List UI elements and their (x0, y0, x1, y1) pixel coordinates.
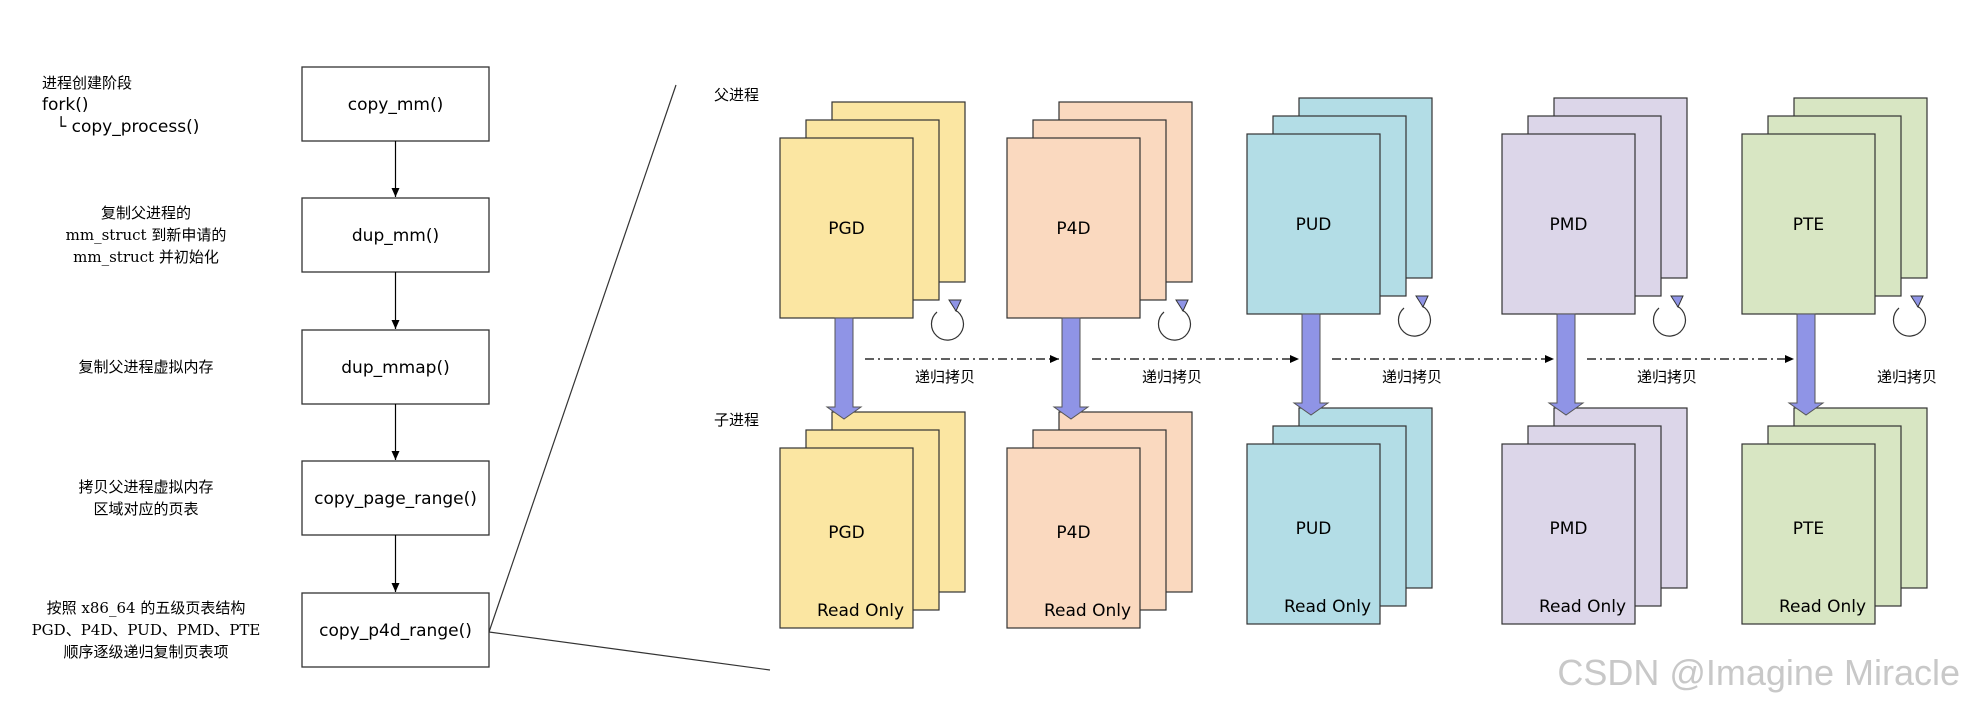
step-note-line: mm_struct 并初始化 (73, 248, 219, 266)
recursion-arrowhead-icon (1910, 295, 1924, 309)
read-only-label: Read Only (1779, 597, 1866, 617)
read-only-label: Read Only (1539, 597, 1626, 617)
recursion-loop-icon (1157, 309, 1192, 341)
recursion-loop-icon (930, 309, 965, 341)
parent-level-name: PGD (828, 219, 865, 239)
child-level-name: PGD (828, 523, 865, 543)
parent-level-name: PTE (1793, 215, 1824, 235)
level-pud: PUD PUD Read Only 递归拷贝 (1246, 97, 1554, 625)
flow-step: copy_p4d_range() 按照 x86_64 的五级页表结构 PGD、P4D… (32, 592, 490, 668)
level-pmd: PMD PMD Read Only 递归拷贝 (1501, 97, 1794, 625)
level-p4d: P4D P4D Read Only 递归拷贝 (1006, 101, 1299, 629)
page-table-sheet (1501, 133, 1636, 315)
level-pte: PTE PTE Read Only 递归拷贝 (1741, 97, 1937, 625)
copy-down-arrow (1787, 313, 1825, 416)
step-note-line: mm_struct 到新申请的 (66, 226, 227, 244)
parent-process-label: 父进程 (714, 86, 759, 104)
copy-down-arrow (1547, 313, 1585, 416)
stage-fork: fork() (42, 95, 88, 115)
zoom-line-bottom (488, 631, 771, 671)
step-note-line: 复制父进程的 (101, 204, 191, 222)
recursion-loop-icon (1652, 305, 1687, 337)
function-box (301, 329, 490, 405)
step-note-line: 区域对应的页表 (93, 500, 198, 518)
page-table-sheet (1741, 133, 1876, 315)
flow-step: dup_mm() 复制父进程的 mm_struct 到新申请的 mm_struct 并… (66, 197, 490, 329)
parent-level-name: PUD (1296, 215, 1332, 235)
parent-level-name: PMD (1549, 215, 1587, 235)
step-note-line: 拷贝父进程虚拟内存 (78, 478, 213, 496)
step-note-line: 复制父进程虚拟内存 (78, 358, 213, 376)
read-only-label: Read Only (1284, 597, 1371, 617)
stage-copy-process: └ copy_process() (56, 116, 199, 137)
step-note-line: PGD、P4D、PUD、PMD、PTE (32, 621, 261, 639)
recursion-arrowhead-icon (1670, 295, 1684, 309)
stage-title: 进程创建阶段 (42, 74, 132, 92)
child-level-name: PTE (1793, 519, 1824, 539)
recursive-copy-label: 递归拷贝 (1877, 368, 1937, 386)
page-table-sheet (779, 137, 914, 319)
level-pgd: PGD PGD Read Only 递归拷贝 (779, 101, 1059, 629)
flow-step: dup_mmap() 复制父进程虚拟内存 (78, 329, 490, 460)
watermark: CSDN @Imagine Miracle (1557, 652, 1960, 693)
stage-label: 进程创建阶段 fork() └ copy_process() (42, 74, 199, 137)
function-name: dup_mm() (352, 226, 439, 246)
parent-level-name: P4D (1056, 219, 1090, 239)
page-table-sheet (779, 447, 914, 629)
recursion-loop-icon (1892, 305, 1927, 337)
page-table-sheet (1006, 447, 1141, 629)
page-table-sheet (1006, 137, 1141, 319)
function-name: copy_mm() (348, 95, 443, 115)
function-name: copy_page_range() (314, 489, 477, 509)
recursion-arrowhead-icon (948, 299, 962, 313)
page-table-sheet (1501, 443, 1636, 625)
step-note-line: 顺序逐级递归复制页表项 (63, 643, 228, 661)
function-box (301, 66, 490, 142)
copy-down-arrow (1052, 317, 1090, 420)
child-process-label: 子进程 (714, 411, 759, 429)
recursion-loop-icon (1397, 305, 1432, 337)
read-only-label: Read Only (817, 601, 904, 621)
function-name: copy_p4d_range() (319, 621, 472, 641)
recursive-copy-label: 递归拷贝 (1637, 368, 1697, 386)
copy-down-arrow (1292, 313, 1330, 416)
function-name: dup_mmap() (341, 358, 449, 378)
function-box (301, 592, 490, 668)
recursion-arrowhead-icon (1415, 295, 1429, 309)
copy-down-arrow (825, 317, 863, 420)
flow-step: copy_mm() (301, 66, 490, 197)
call-flow: copy_mm() dup_mm() 复制父进程的 mm_struct 到新申请的 mm… (32, 66, 490, 668)
step-note-line: 按照 x86_64 的五级页表结构 (47, 599, 246, 617)
page-table-sheet (1246, 443, 1381, 625)
recursive-copy-label: 递归拷贝 (915, 368, 975, 386)
child-level-name: P4D (1056, 523, 1090, 543)
read-only-label: Read Only (1044, 601, 1131, 621)
function-box (301, 197, 490, 273)
child-level-name: PMD (1549, 519, 1587, 539)
recursive-copy-label: 递归拷贝 (1382, 368, 1442, 386)
page-table-sheet (1246, 133, 1381, 315)
page-table-sheet (1741, 443, 1876, 625)
child-level-name: PUD (1296, 519, 1332, 539)
recursion-arrowhead-icon (1175, 299, 1189, 313)
recursive-copy-label: 递归拷贝 (1142, 368, 1202, 386)
zoom-line-top (488, 84, 677, 633)
